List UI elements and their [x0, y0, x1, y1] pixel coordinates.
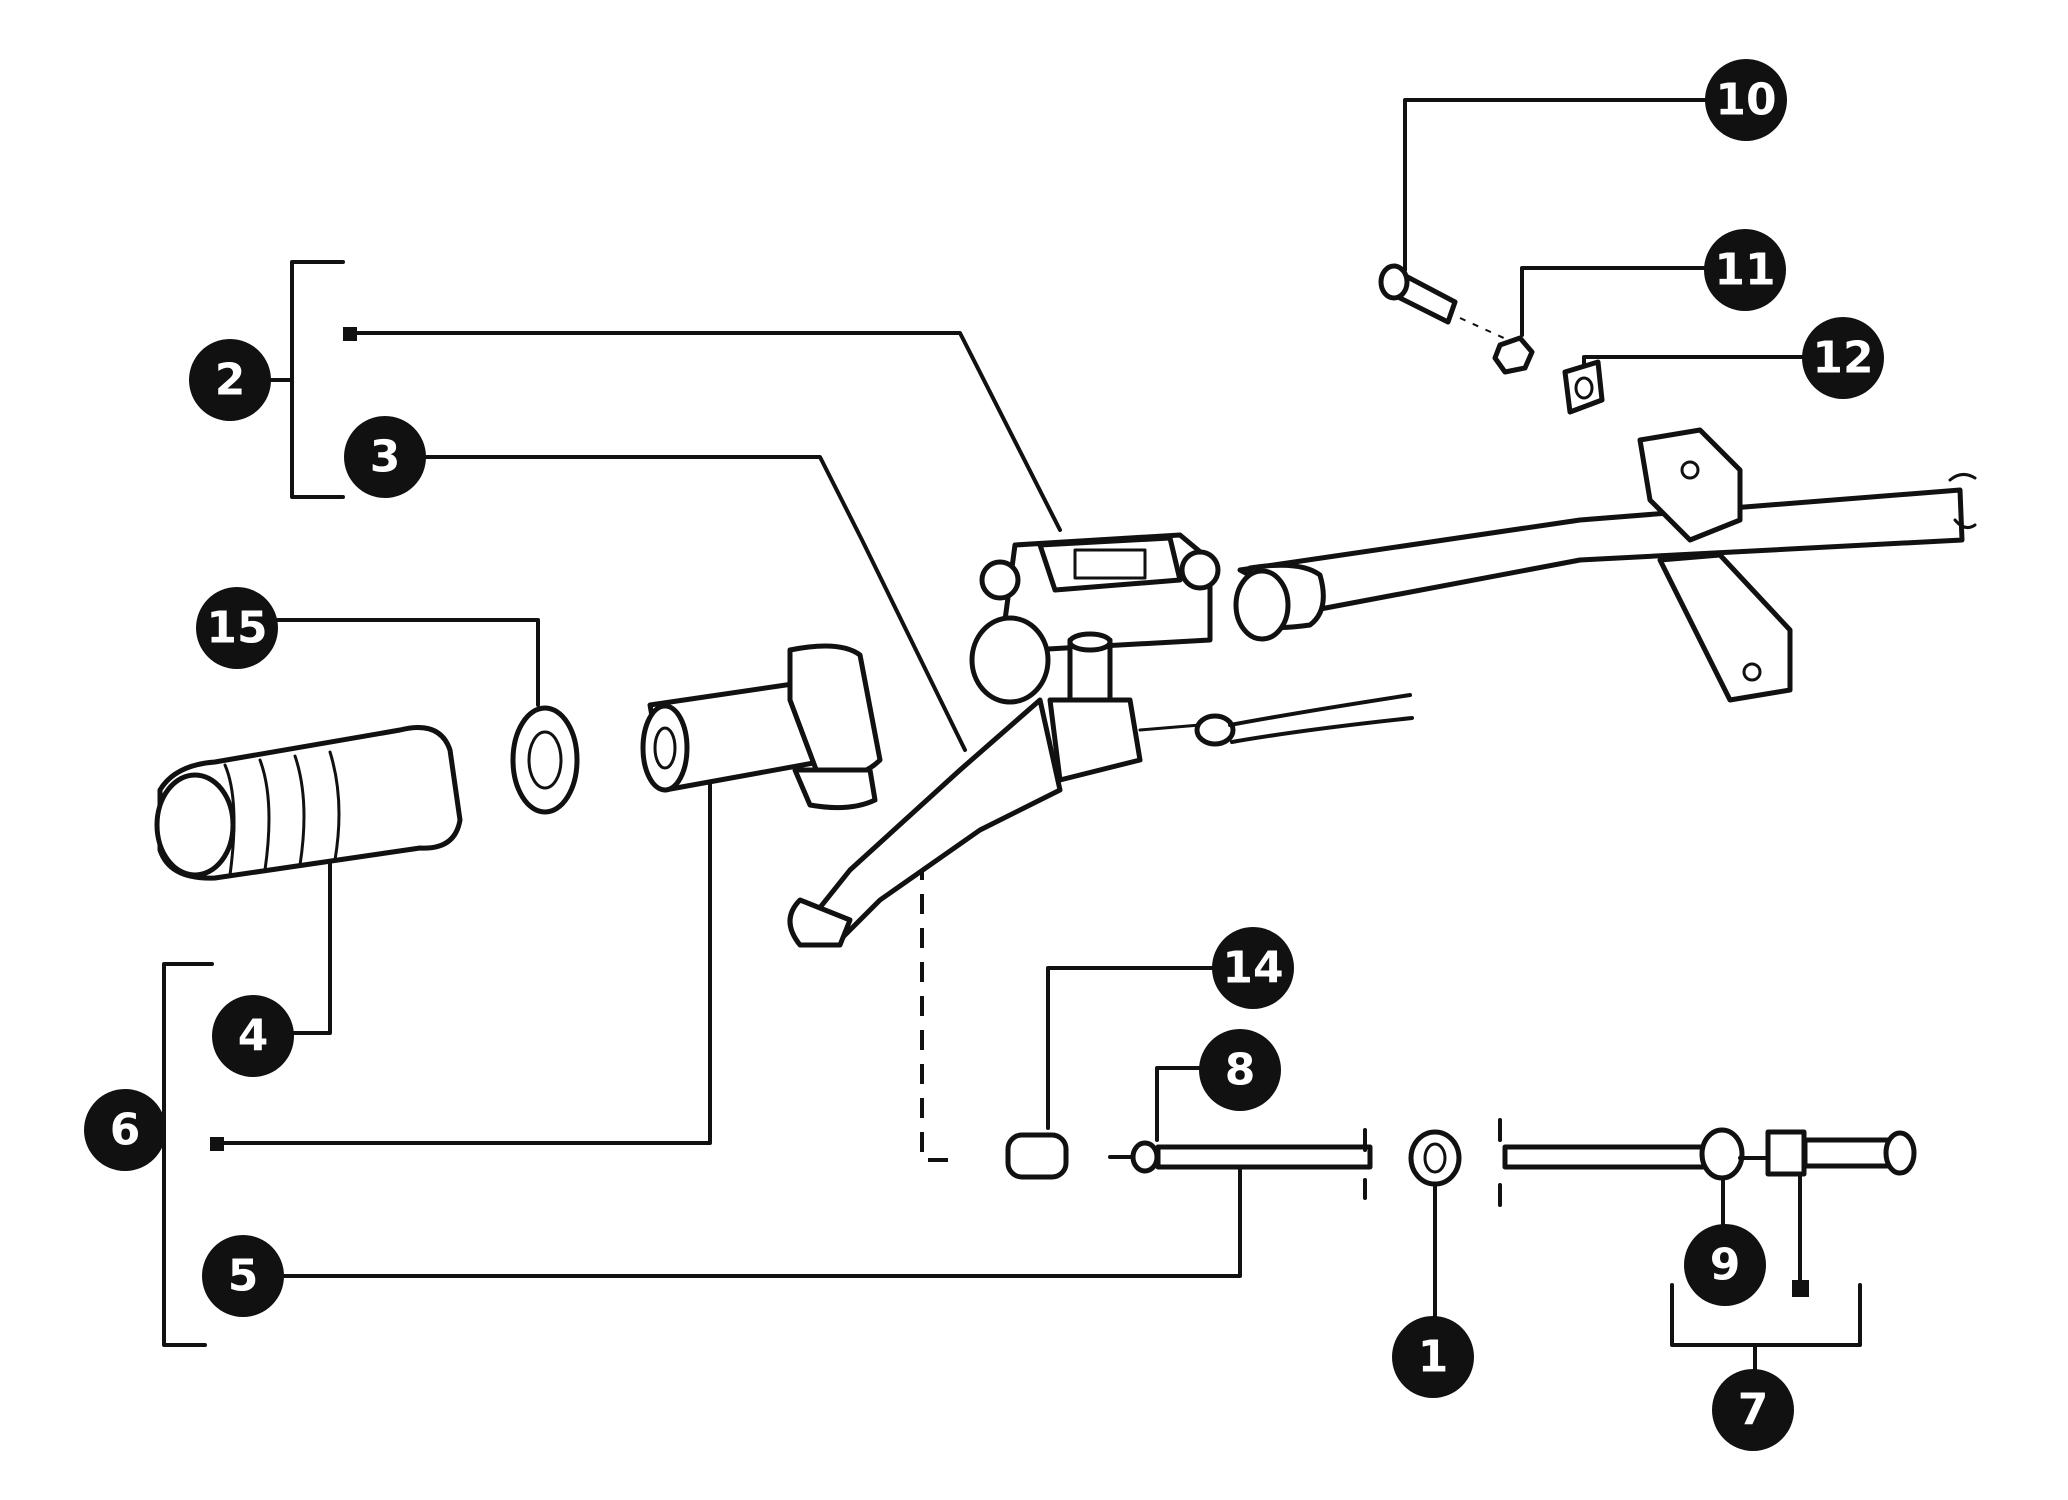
leader-line-15	[274, 618, 540, 707]
left-grip	[154, 725, 463, 881]
callout-15: 15	[196, 587, 278, 669]
handlebar	[1233, 427, 1977, 703]
callout-1-label: 1	[1418, 1332, 1449, 1383]
handlebar-tip-lower	[1953, 518, 1977, 530]
plate	[1562, 359, 1605, 415]
ferrule	[1408, 1129, 1462, 1187]
washer-inner	[527, 730, 563, 790]
leader-line-6-to-grip	[222, 738, 712, 1145]
handlebar-tip-upper	[1948, 473, 1977, 482]
callout-11-label: 11	[1714, 245, 1775, 296]
leader-line-3	[410, 455, 967, 752]
grip-rib-4	[328, 750, 341, 862]
reservoir-cap	[1037, 535, 1183, 593]
callout-9: 9	[1684, 1224, 1766, 1306]
plate-hole	[1574, 376, 1594, 400]
callout-9-label: 9	[1710, 1240, 1741, 1291]
bracket-6-marker	[210, 1137, 224, 1151]
cable-assembly	[1005, 1118, 1917, 1207]
handlebar-tube	[1237, 487, 1965, 613]
banjo-bolt	[1194, 713, 1236, 747]
handlebar-end	[1233, 568, 1291, 642]
callout-14: 14	[1212, 927, 1294, 1009]
cable-nipple	[1130, 1140, 1160, 1174]
callout-8-label: 8	[1225, 1045, 1256, 1096]
callout-2: 2	[189, 339, 271, 421]
washer	[510, 705, 580, 815]
grip-rib-2	[258, 758, 271, 872]
throttle-housing-base	[792, 767, 878, 811]
callout-15-label: 15	[206, 603, 267, 654]
nut	[1492, 335, 1535, 375]
cable-end-fitting	[1802, 1137, 1898, 1169]
callout-10: 10	[1705, 59, 1787, 141]
cable-end-cap	[1005, 1132, 1069, 1180]
leader-line-10	[1403, 98, 1748, 272]
pivot-bolt-head	[1067, 631, 1113, 653]
callout-3-label: 3	[370, 432, 401, 483]
leader-line-14	[1046, 966, 1217, 1130]
cable-end-barrel	[1883, 1130, 1917, 1176]
throttle-sleeve-end	[640, 703, 690, 793]
adjuster-nut	[1699, 1127, 1745, 1181]
callout-7: 7	[1712, 1369, 1794, 1451]
clamp-hole-lower	[1742, 662, 1762, 682]
reservoir-screw-right	[1179, 549, 1221, 591]
callout-7-label: 7	[1738, 1385, 1769, 1436]
clamp-body	[969, 615, 1051, 705]
callout-4: 4	[212, 995, 294, 1077]
callout-2-label: 2	[215, 355, 246, 406]
brake-hose-upper	[1228, 693, 1412, 727]
grip-rib-3	[293, 754, 306, 867]
callout-5-label: 5	[228, 1251, 259, 1302]
callout-1: 1	[1392, 1316, 1474, 1398]
ferrule-bore	[1423, 1142, 1447, 1174]
bolt-head	[1378, 263, 1410, 301]
callout-6-label: 6	[110, 1105, 141, 1156]
throttle-grip	[640, 643, 883, 811]
callouts: 10 11 12 2 3 15 14 4	[84, 59, 1884, 1451]
master-cylinder	[787, 532, 1414, 948]
callout-11: 11	[1704, 229, 1786, 311]
cable-sheath-left	[1155, 1144, 1373, 1170]
clamp-lower	[1657, 552, 1793, 703]
callout-14-label: 14	[1222, 943, 1283, 994]
callout-12: 12	[1802, 317, 1884, 399]
bracket-2	[290, 260, 345, 499]
callout-6: 6	[84, 1089, 166, 1171]
assembly-dashed-line	[920, 860, 962, 1162]
bracket-7	[1670, 1283, 1862, 1347]
leader-line-5	[273, 1168, 1242, 1278]
bracket-7-marker	[1792, 1280, 1809, 1297]
callout-3: 3	[344, 416, 426, 498]
callout-12-label: 12	[1812, 333, 1873, 384]
reservoir-screw-left	[979, 559, 1021, 601]
clamp-hole-upper	[1680, 460, 1700, 480]
leader-line-4	[286, 853, 332, 1035]
callout-8: 8	[1199, 1029, 1281, 1111]
leader-line-2-to-reservoir	[355, 331, 1062, 532]
adjuster-body	[1765, 1129, 1807, 1177]
clamp-upper	[1637, 427, 1743, 543]
throttle-sleeve-bore	[653, 726, 677, 770]
bracket-2-marker	[343, 327, 357, 341]
bracket-6	[162, 962, 214, 1347]
callout-5: 5	[202, 1235, 284, 1317]
leader-line-11	[1520, 266, 1747, 337]
leader-line-12	[1582, 355, 1810, 382]
lever-tip	[787, 897, 853, 948]
lever-mount	[1047, 697, 1143, 783]
brake-hose-lower	[1230, 716, 1414, 744]
callout-4-label: 4	[238, 1011, 269, 1062]
reservoir-window	[1073, 548, 1147, 580]
callout-10-label: 10	[1715, 75, 1776, 126]
cable-sheath-right	[1502, 1144, 1718, 1170]
leader-line-8	[1155, 1066, 1207, 1142]
grip-end-cap	[154, 772, 236, 878]
fasteners	[1378, 263, 1605, 415]
washer-outer	[510, 705, 580, 815]
